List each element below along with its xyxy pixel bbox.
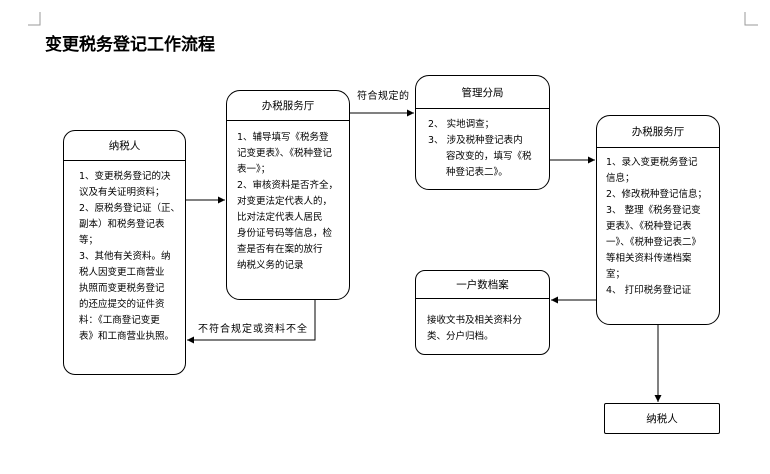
box-text-line: 税人因变更工商营业 xyxy=(79,267,165,278)
page-title: 变更税务登记工作流程 xyxy=(45,35,215,55)
box-text-line: 记变更表》、《税种登记 xyxy=(237,148,333,159)
box-text-line: 执照而变更税务登记 xyxy=(79,283,165,294)
box-body: 1、变更税务登记的决 议及有关证明资料； 2、原税务登记证（正、 副本）和税务登… xyxy=(64,161,185,345)
box-header: 管理分局 xyxy=(416,76,549,109)
box-header: 办税服务厅 xyxy=(227,91,349,121)
box-text-line: 一》、《税种登记表二》 xyxy=(606,237,702,248)
box-text-line: 1、录入变更税务登记 xyxy=(606,157,698,168)
compliant-edge-label: 符合规定的 xyxy=(357,91,410,102)
box-text-line: 查是否有在案的放行 xyxy=(237,244,323,255)
box-text-line: 2、原税务登记证（正、 xyxy=(79,203,181,214)
box-text-line: 2、修改税种登记信息； xyxy=(606,189,708,200)
box-text-line: 副本）和税务登记表 xyxy=(79,219,165,230)
box-body: 1、辅导填写《税务登 记变更表》、《税种登记 表一》； 2、审核资料是否齐全， … xyxy=(227,121,349,274)
taxpayer-end-box: 纳税人 xyxy=(604,403,720,434)
archive-box: 一户数档案 接收文书及相关资料分 类、分户归档。 xyxy=(415,270,550,355)
box-header: 一户数档案 xyxy=(416,271,549,299)
box-text-line: 对变更法定代表人的， xyxy=(237,196,333,207)
box-body: 接收文书及相关资料分 类、分户归档。 xyxy=(416,299,549,345)
box-text-line: 接收文书及相关资料分 xyxy=(427,315,523,326)
box-text-line: 比对法定代表人居民 xyxy=(237,212,323,223)
box-text-line: 类、分户归档。 xyxy=(427,331,494,342)
page-corner-mark-top-right xyxy=(744,12,758,26)
box-text-line: 1、变更税务登记的决 xyxy=(79,171,171,182)
box-text-line: 2、审核资料是否齐全， xyxy=(237,180,339,191)
box-text-line: 2、 实地调查； xyxy=(428,119,495,130)
box-body: 1、录入变更税务登记 信息； 2、修改税种登记信息； 3、 整理《税务登记变 更… xyxy=(597,148,719,299)
box-text-line: 表》和工商营业执照。 xyxy=(79,331,175,342)
noncompliant-edge-label: 不符合规定或资料不全 xyxy=(198,324,308,335)
box-text-line: 的还应提交的证件资 xyxy=(79,299,165,310)
box-text-line: 3、 涉及税种登记表内 xyxy=(428,135,523,146)
box-body: 2、 实地调查； 3、 涉及税种登记表内 容改变的，填写《税 种登记表二》。 xyxy=(416,109,549,181)
box-text-line: 纳税义务的记录 xyxy=(237,260,304,271)
page-corner-mark-top-left xyxy=(28,12,41,26)
box-text-line: 室； xyxy=(606,269,626,280)
box-text-line: 料：《工商登记变更 xyxy=(79,315,160,326)
box-text-line: 更表》、《税种登记表 xyxy=(606,221,692,232)
box-text-line: 身份证号码等信息，检 xyxy=(237,228,333,239)
box-text-line: 3、 整理《税务登记变 xyxy=(606,205,701,216)
box-text-line: 信息； xyxy=(606,173,635,184)
box-text-line: 3、其他有关资料。纳 xyxy=(79,251,171,262)
box-text-line: 表一》； xyxy=(237,164,271,175)
box-header: 纳税人 xyxy=(64,131,185,161)
box-text-line: 4、 打印税务登记证 xyxy=(606,285,692,296)
box-text-line: 等相关资料传递档案 xyxy=(606,253,692,264)
branch-office-box: 管理分局 2、 实地调查； 3、 涉及税种登记表内 容改变的，填写《税 种登记表… xyxy=(415,75,550,190)
taxpayer-start-box: 纳税人 1、变更税务登记的决 议及有关证明资料； 2、原税务登记证（正、 副本）… xyxy=(63,130,186,375)
service-hall-1-box: 办税服务厅 1、辅导填写《税务登 记变更表》、《税种登记 表一》； 2、审核资料… xyxy=(226,90,350,300)
box-text-line: 种登记表二》。 xyxy=(446,167,508,178)
box-header: 办税服务厅 xyxy=(597,116,719,148)
box-text-line: 1、辅导填写《税务登 xyxy=(237,132,329,143)
box-text-line: 容改变的，填写《税 xyxy=(446,151,532,162)
box-text-line: 议及有关证明资料； xyxy=(79,187,165,198)
box-text-line: 等； xyxy=(79,235,99,246)
service-hall-2-box: 办税服务厅 1、录入变更税务登记 信息； 2、修改税种登记信息； 3、 整理《税… xyxy=(596,115,720,325)
